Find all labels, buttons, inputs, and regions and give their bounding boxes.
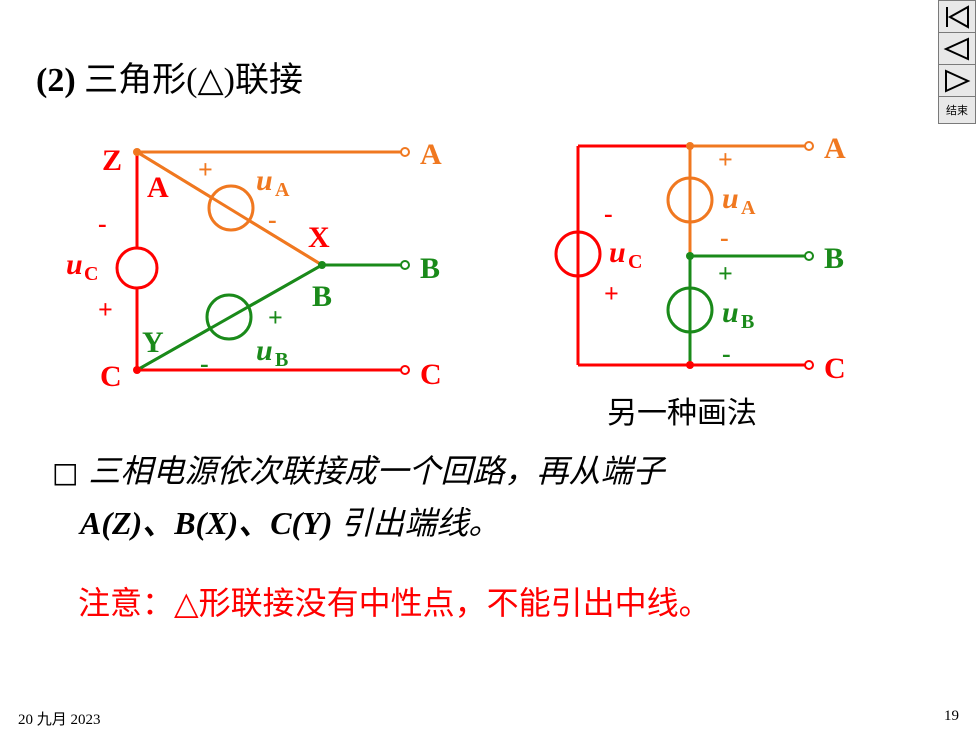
footer-date: 20 九月 2023 [18, 712, 101, 728]
node-z [133, 148, 141, 156]
page-number: 19 [944, 708, 959, 724]
node-x [318, 261, 326, 269]
label-a-right: A [824, 132, 846, 165]
bullet-line1-text: 三相电源依次联接成一个回路，再从端子 [88, 452, 665, 490]
ub-symbol-right: u [722, 296, 739, 329]
first-slide-button[interactable] [939, 1, 975, 33]
terminal-c-left [400, 365, 410, 375]
ua-plus-right: + [718, 145, 733, 174]
ua-sub-right: A [741, 197, 756, 219]
label-y: Y [142, 326, 164, 359]
diagram-caption: 另一种画法 [607, 396, 757, 431]
label-c-right: C [824, 352, 846, 385]
label-x: X [308, 221, 330, 254]
left-delta-diagram: Z A X B Y C A B C + - u A - + u C + - u … [66, 138, 442, 393]
next-slide-icon [945, 68, 971, 93]
next-slide-button[interactable] [939, 65, 975, 97]
label-b-term: B [420, 252, 440, 285]
source-c-left [115, 246, 159, 290]
terminal-c-right [804, 360, 814, 370]
uc-sub-right: C [628, 251, 642, 273]
ua-sub: A [275, 179, 290, 201]
prev-slide-icon [943, 36, 969, 61]
ub-symbol: u [256, 334, 273, 367]
ua-minus: - [268, 205, 277, 234]
terminal-b-right [804, 251, 814, 261]
ub-minus: - [200, 349, 209, 378]
terminal-a-left [400, 147, 410, 157]
nav-panel: 结束 [938, 0, 976, 124]
uc-sub: C [84, 263, 98, 285]
ub-sub: B [275, 349, 288, 371]
first-slide-icon [946, 4, 969, 29]
bullet-terms: A(Z)、B(X)、C(Y) [80, 505, 333, 541]
label-c-term: C [420, 358, 442, 391]
title-text: 三角形(△)联接 [84, 62, 303, 99]
uc-plus-right: + [604, 279, 619, 308]
node-y [133, 366, 141, 374]
uc-minus: - [98, 209, 107, 238]
ub-sub-right: B [741, 311, 754, 333]
label-b-right: B [824, 242, 844, 275]
uc-symbol: u [66, 248, 83, 281]
junction-bottom [686, 361, 694, 369]
uc-symbol-right: u [609, 236, 626, 269]
ub-plus: + [268, 303, 283, 332]
uc-plus: + [98, 295, 113, 324]
junction-top [686, 142, 694, 150]
bullet-text-line1: □ 三相电源依次联接成一个回路，再从端子 [52, 446, 664, 492]
terminal-a-right [804, 141, 814, 151]
ua-symbol: u [256, 164, 273, 197]
bullet-box-icon: □ [52, 456, 79, 489]
end-show-button[interactable]: 结束 [939, 97, 975, 123]
ub-minus-right: - [722, 339, 731, 368]
ua-minus-right: - [720, 223, 729, 252]
label-b-node: B [312, 280, 332, 313]
label-a-node: A [147, 171, 169, 204]
right-delta-diagram: A B C + - u A + - u B - + u C [554, 132, 846, 385]
slide-title: (2) 三角形(△)联接 [36, 52, 303, 101]
label-a-term: A [420, 138, 442, 171]
note-text: 注意：△形联接没有中性点，不能引出中线。 [78, 584, 711, 622]
label-c-node: C [100, 360, 122, 393]
bullet-line2-rest: 引出端线。 [340, 504, 501, 542]
ua-plus: + [198, 155, 213, 184]
ub-plus-right: + [718, 259, 733, 288]
end-label: 结束 [946, 104, 968, 117]
ua-symbol-right: u [722, 182, 739, 215]
terminal-b-left [400, 260, 410, 270]
uc-minus-right: - [604, 199, 613, 228]
junction-mid [686, 252, 694, 260]
bullet-text-line2: A(Z)、B(X)、C(Y) 引出端线。 [80, 498, 500, 544]
prev-slide-button[interactable] [939, 33, 975, 65]
title-prefix: (2) [36, 62, 76, 99]
label-z: Z [102, 144, 122, 177]
